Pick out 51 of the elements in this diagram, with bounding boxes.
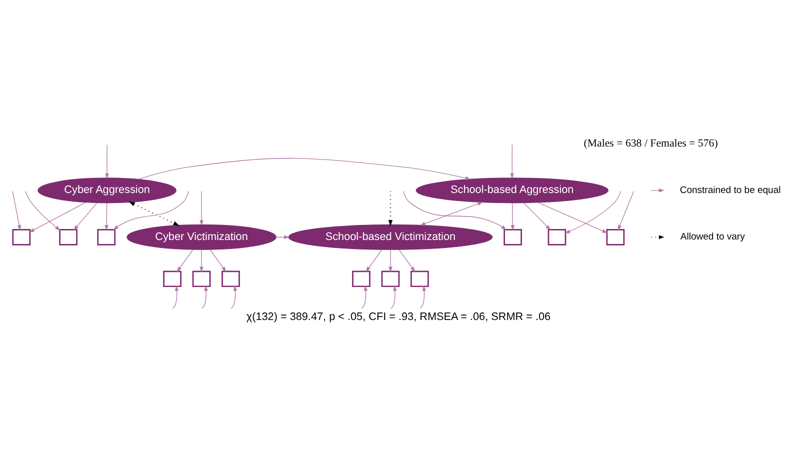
arrow [390,285,397,308]
node-box [410,270,429,288]
node-box [192,270,211,288]
arrow [366,249,382,272]
arrow [420,285,426,308]
node-ellipse: Cyber Victimization [126,224,276,250]
arrow [25,190,60,231]
arrow [200,190,204,226]
node-box [163,270,182,288]
arrow [618,190,634,231]
arrow [12,190,22,231]
arrow [138,158,471,180]
arrow [201,285,208,308]
arrow [200,249,204,272]
arrow [104,202,108,230]
arrow [113,190,189,230]
arrow [510,202,515,230]
arrow [420,202,484,226]
node-ellipse: Cyber Aggression [38,178,176,204]
arrow [510,144,514,179]
arrow [388,249,392,272]
node-box [381,270,400,288]
legend-label: Constrained to be equal [680,184,781,196]
caption: χ(132) = 389.47, p < .05, CFI = .93, RMSEA = .06, SRMR = .06 [246,311,551,324]
arrow [398,249,416,272]
arrow [128,202,180,226]
arrow [524,202,551,230]
node-box [12,229,31,246]
node-box [97,229,116,246]
node-box [59,229,78,246]
arrow [172,285,179,308]
node-box [548,229,566,246]
arrow [29,202,86,232]
arrow [230,285,238,308]
label: (Males = 638 / Females = 576) [584,138,718,150]
legend-label: Allowed to vary [680,232,745,243]
arrow [361,285,368,308]
arrow [564,190,622,234]
node-box [504,229,522,246]
arrow [538,202,608,234]
arrow [210,249,226,272]
node-box [352,270,370,288]
arrow [73,202,98,230]
node-ellipse: School-based Victimization [288,224,493,250]
arrow [403,190,507,230]
node-ellipse: School-based Aggression [416,178,609,204]
arrow [388,191,393,226]
node-box [222,270,240,288]
arrow [176,249,194,272]
node-box [606,229,625,246]
arrow [105,144,109,179]
